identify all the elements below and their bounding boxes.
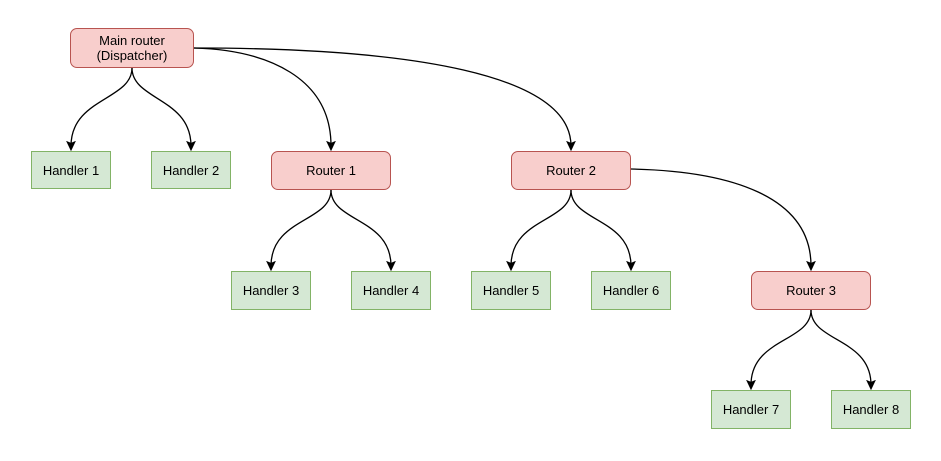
edge-main-to-router-2 (193, 47, 576, 152)
node-router-2[interactable]: Router 2 (511, 151, 631, 190)
node-router-1[interactable]: Router 1 (271, 151, 391, 190)
edge-main-to-handler-1 (66, 67, 133, 152)
node-label-router-1: Router 1 (306, 163, 356, 178)
node-label-main-router: Main router (Dispatcher) (96, 33, 168, 63)
edge-router-3-to-handler-8 (810, 309, 876, 391)
node-handler-5[interactable]: Handler 5 (471, 271, 551, 310)
edge-router-2-to-handler-6 (570, 189, 636, 272)
node-label-handler-7: Handler 7 (722, 402, 780, 417)
node-handler-4[interactable]: Handler 4 (351, 271, 431, 310)
node-label-handler-4: Handler 4 (362, 283, 420, 298)
node-label-router-3: Router 3 (786, 283, 836, 298)
node-handler-8[interactable]: Handler 8 (831, 390, 911, 429)
edge-router-2-to-handler-5 (506, 189, 572, 272)
edge-router-1-to-handler-4 (330, 189, 396, 272)
edge-router-1-to-handler-3 (266, 189, 332, 272)
node-label-handler-6: Handler 6 (602, 283, 660, 298)
node-label-handler-3: Handler 3 (242, 283, 300, 298)
edge-router-2-to-router-3 (630, 168, 816, 272)
node-handler-2[interactable]: Handler 2 (151, 151, 231, 189)
node-main-router[interactable]: Main router (Dispatcher) (70, 28, 194, 68)
edge-main-to-handler-2 (131, 67, 196, 152)
node-label-handler-5: Handler 5 (482, 283, 540, 298)
node-handler-3[interactable]: Handler 3 (231, 271, 311, 310)
edge-router-3-to-handler-7 (746, 309, 812, 391)
edge-main-to-router-1 (193, 47, 336, 152)
edge-group (66, 47, 876, 391)
node-label-router-2: Router 2 (546, 163, 596, 178)
node-label-handler-1: Handler 1 (42, 162, 100, 178)
node-label-handler-8: Handler 8 (842, 402, 900, 417)
node-handler-1[interactable]: Handler 1 (31, 151, 111, 189)
node-handler-7[interactable]: Handler 7 (711, 390, 791, 429)
node-handler-6[interactable]: Handler 6 (591, 271, 671, 310)
node-label-handler-2: Handler 2 (162, 162, 220, 178)
node-router-3[interactable]: Router 3 (751, 271, 871, 310)
